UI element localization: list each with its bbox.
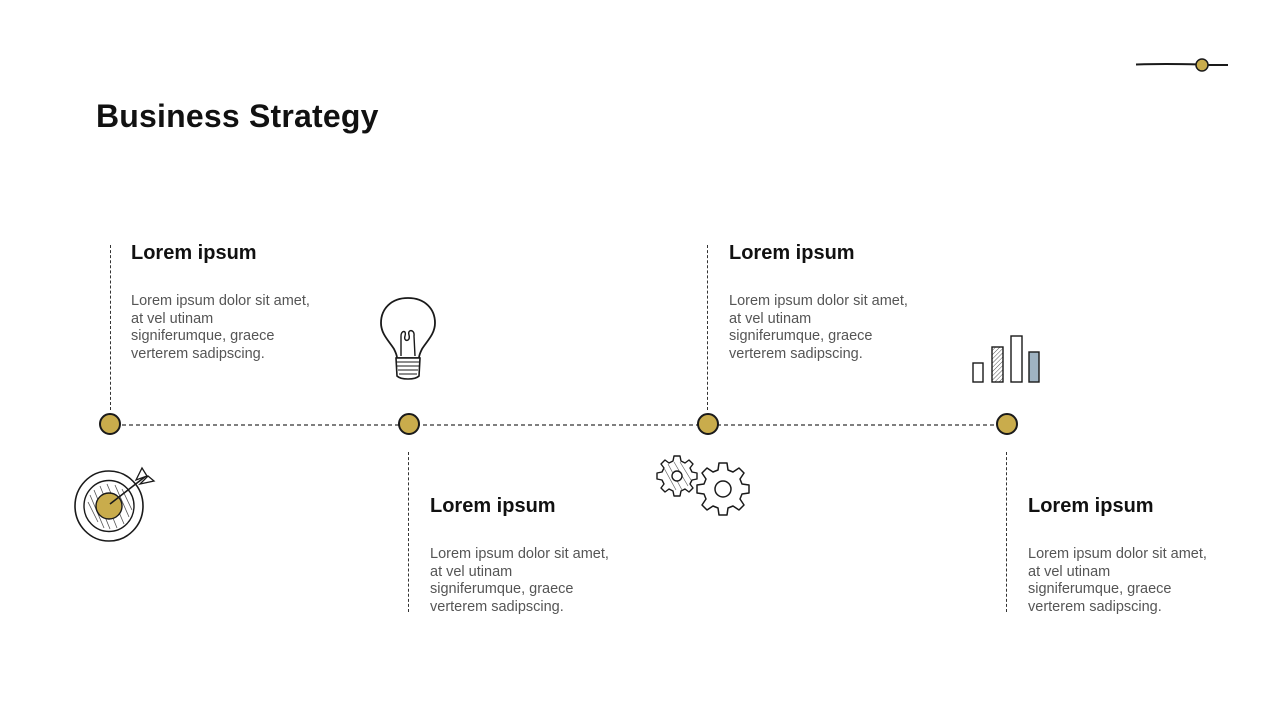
step-description: Lorem ipsum dolor sit amet, at vel utina… — [729, 293, 908, 362]
timeline-node — [996, 413, 1018, 435]
target-icon — [74, 466, 156, 542]
timeline-node — [697, 413, 719, 435]
decorative-line-dot-icon — [1135, 58, 1228, 72]
step-description: Lorem ipsum dolor sit amet, at vel utina… — [131, 293, 310, 362]
step-description: Lorem ipsum dolor sit amet, at vel utina… — [1028, 546, 1207, 615]
step-title: Lorem ipsum — [729, 242, 855, 264]
step-description: Lorem ipsum dolor sit amet, at vel utina… — [430, 546, 609, 615]
connector-line — [110, 245, 111, 410]
timeline-node — [398, 413, 420, 435]
step-title: Lorem ipsum — [131, 242, 257, 264]
lightbulb-icon — [380, 297, 436, 380]
connector-line — [707, 245, 708, 410]
step-title: Lorem ipsum — [430, 495, 556, 517]
step-title: Lorem ipsum — [1028, 495, 1154, 517]
page-title: Business Strategy — [96, 98, 379, 134]
timeline-node — [99, 413, 121, 435]
connector-line — [1006, 452, 1007, 612]
connector-line — [408, 452, 409, 612]
bar-chart-icon — [972, 335, 1040, 383]
gears-icon — [656, 455, 750, 516]
